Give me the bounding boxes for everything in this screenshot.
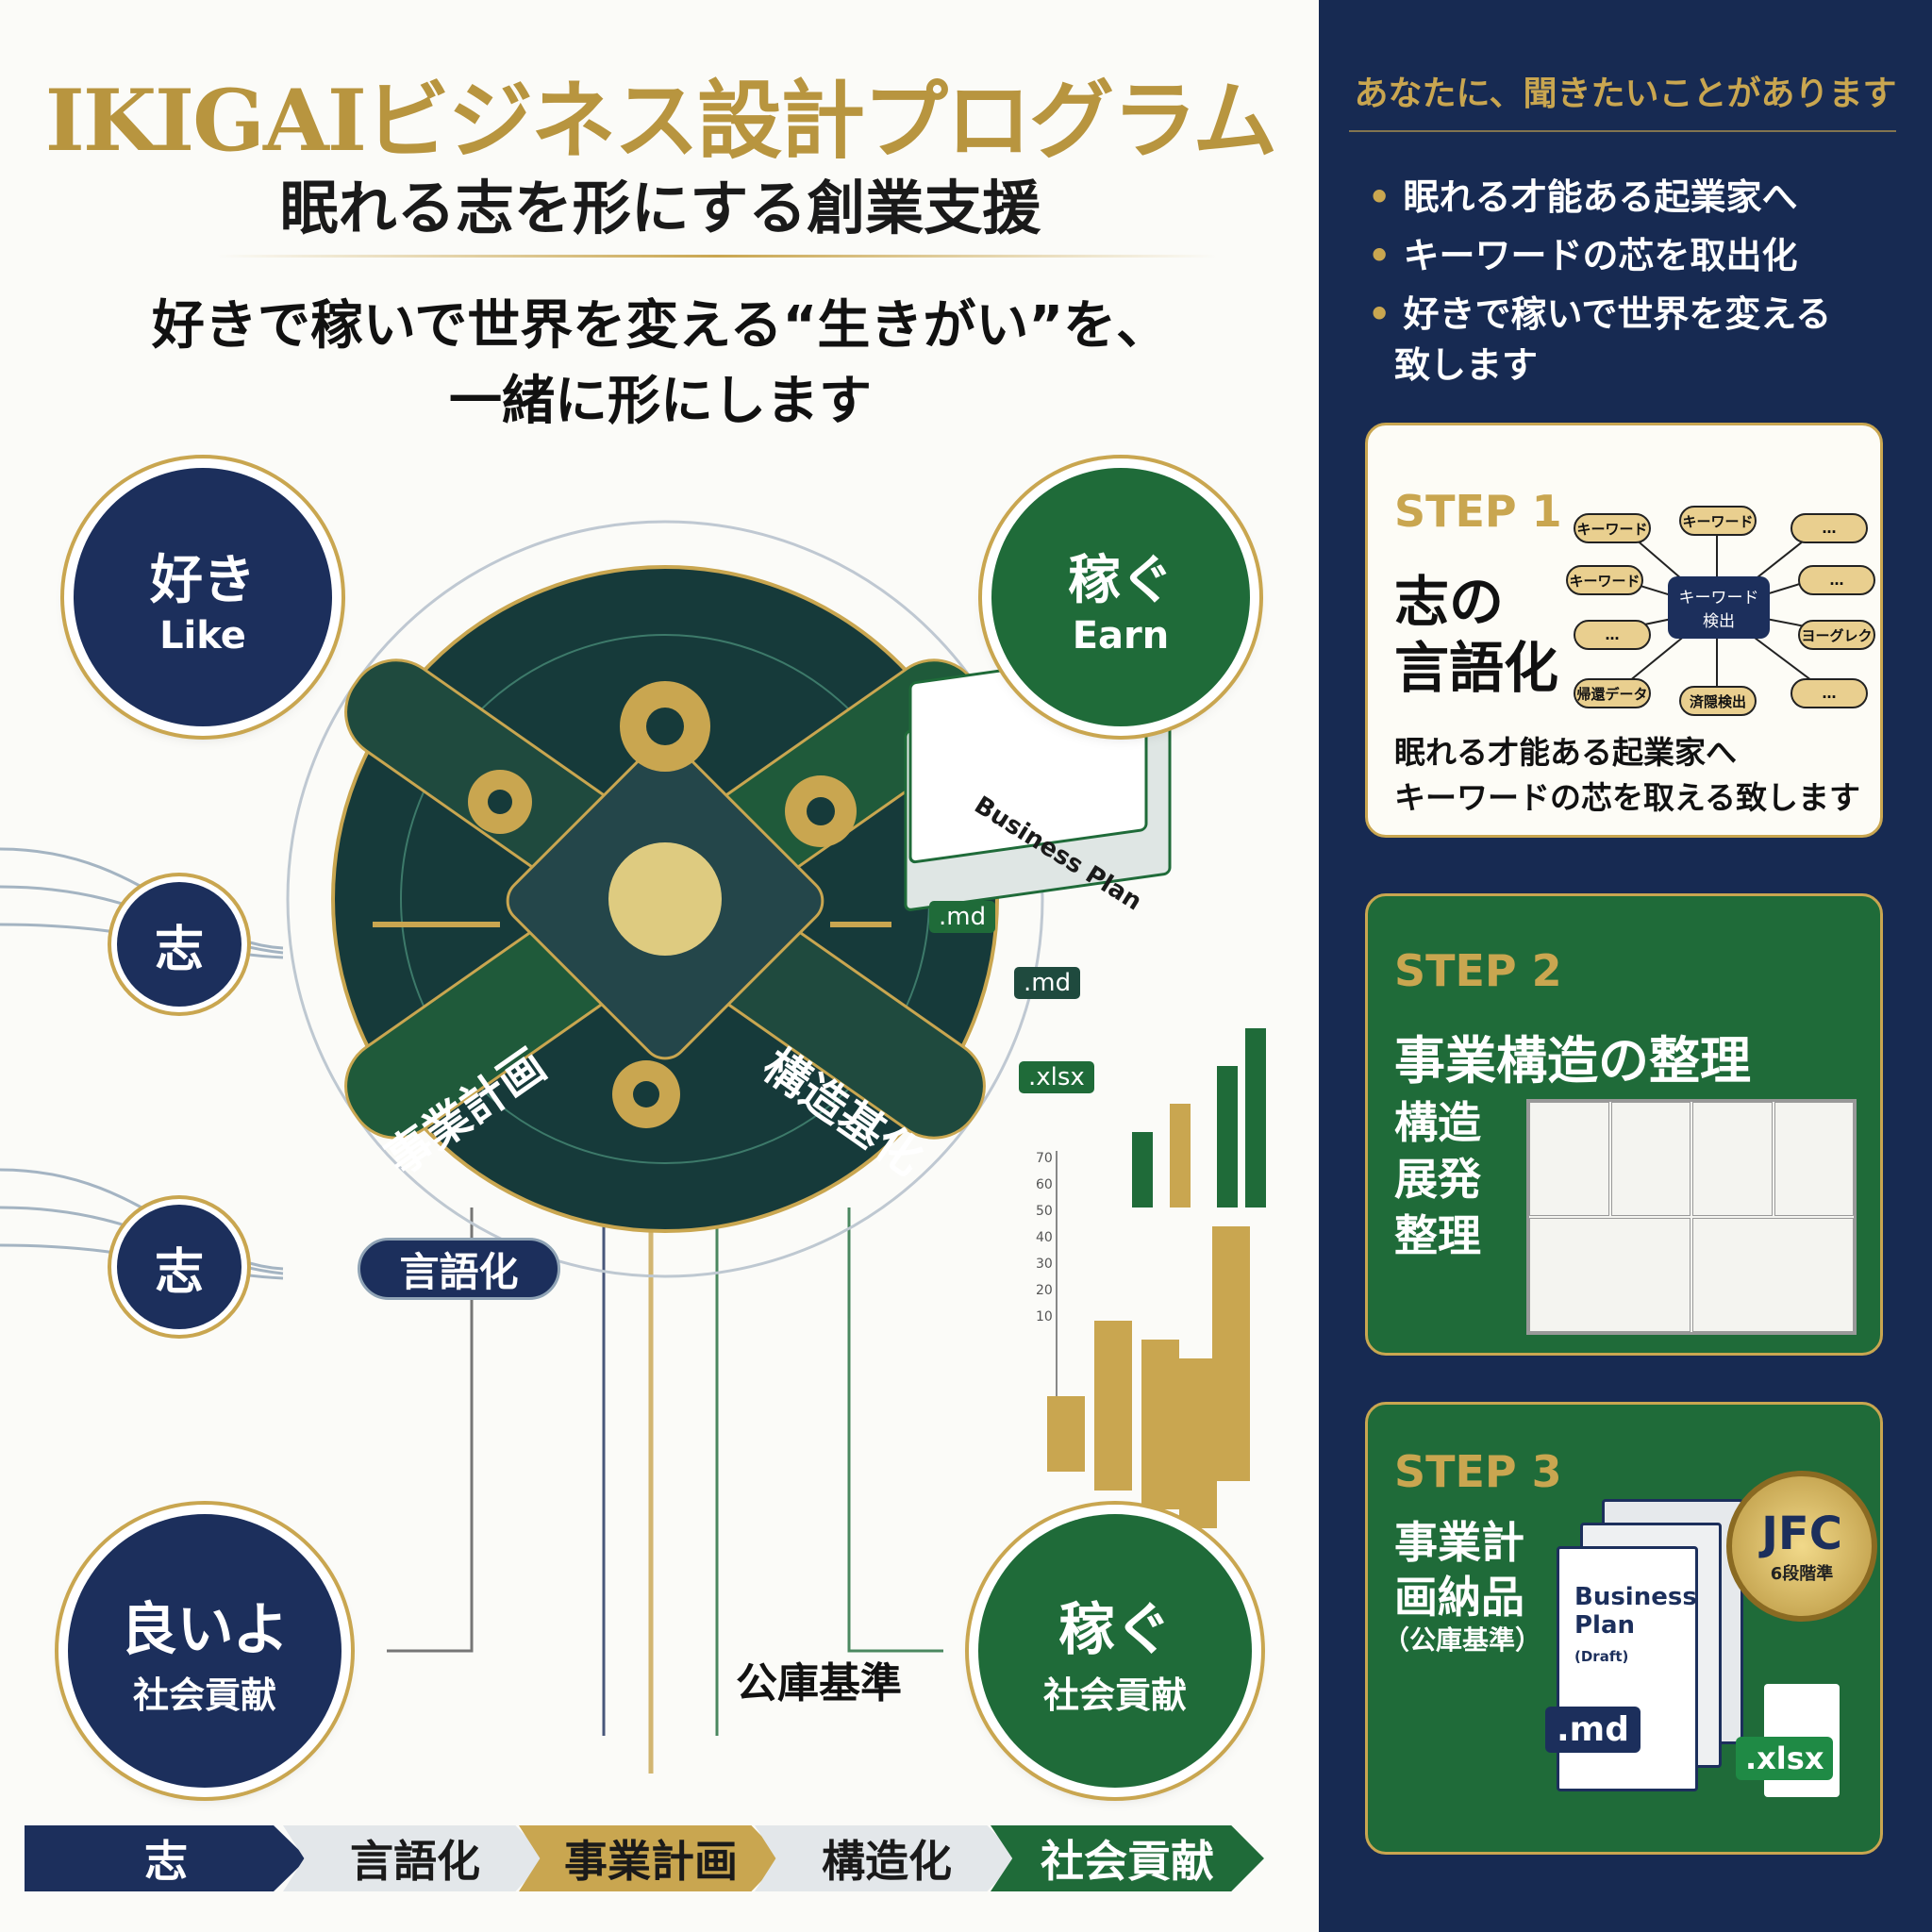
jfc-seal-badge: JFC 6段階準: [1726, 1471, 1877, 1622]
gear-icon: [468, 770, 532, 834]
flow-step-5: 社会貢献: [991, 1825, 1264, 1891]
circle-good: 良いよ社会貢献: [68, 1514, 341, 1788]
pill-verbalize: 言語化: [358, 1238, 560, 1300]
gear-icon: [612, 1060, 680, 1128]
mindmap-node: キーワード: [1566, 565, 1643, 595]
file-xlsx-icon: .xlsx: [1019, 1061, 1094, 1093]
circle-earn-social: 稼ぐ社会貢献: [978, 1514, 1252, 1788]
step1-card: STEP 1 志の 言語化 キーワード キーワード … キーワード … … ヨー…: [1365, 423, 1883, 838]
ikigai-diagram-graphic: [0, 520, 1266, 1774]
step2-label: STEP 2: [1394, 945, 1562, 996]
md-file-badge: .md: [1545, 1707, 1641, 1753]
flow-step-1: 志: [25, 1825, 308, 1891]
circle-kokorozashi-2: 志: [117, 1205, 242, 1329]
file-md-icon: .md: [1014, 967, 1081, 999]
flow-step-2: 言語化: [283, 1825, 547, 1891]
mindmap-node: 済隠検出: [1679, 686, 1757, 716]
tagline-line-1: 好きで稼いで世界を変える“生きがい”を、: [151, 295, 1170, 357]
step2-sub: 構造展発整理: [1394, 1097, 1481, 1261]
sidebar-item: • 眠れる才能ある起業家へ: [1368, 176, 1798, 218]
step1-desc-1: 眠れる才能ある起業家へ: [1394, 734, 1737, 771]
step1-title-1: 志の: [1394, 570, 1505, 634]
mindmap-node: …: [1790, 678, 1868, 708]
mindmap-node: キーワード: [1574, 513, 1651, 543]
bar-chart-icon: [1047, 1028, 1266, 1528]
tagline-line-2: 一緒に形にします: [449, 371, 872, 432]
page-subtitle: 眠れる志を形にする創業支援: [279, 174, 1041, 242]
step1-desc-2: キーワードの芯を取える致します: [1394, 779, 1861, 816]
gear-icon: [785, 775, 857, 847]
flow-step-4: 構造化: [755, 1825, 1019, 1891]
step3-title-2: 画納品: [1394, 1572, 1524, 1623]
mindmap-node: ヨーグレク: [1798, 620, 1875, 650]
business-model-canvas-image: [1526, 1099, 1857, 1335]
divider: [217, 255, 1217, 258]
sidebar-item: • 好きで稼いで世界を変える: [1368, 293, 1832, 335]
sidebar-heading: あなたに、聞きたいことがあります: [1354, 75, 1897, 113]
flow-step-3: 事業計画: [519, 1825, 783, 1891]
standard-label: 公庫基準: [736, 1659, 902, 1707]
mindmap-node: …: [1790, 513, 1868, 543]
step3-label: STEP 3: [1394, 1446, 1562, 1497]
step2-card: STEP 2 事業構造の整理 構造展発整理: [1365, 893, 1883, 1356]
circle-kokorozashi-1: 志: [117, 882, 242, 1007]
step3-title-1: 事業計: [1394, 1517, 1524, 1568]
divider: [1349, 130, 1896, 132]
sidebar-item: • キーワードの芯を取出化: [1368, 235, 1798, 276]
page-title: IKIGAIビジネス設計プログラム: [44, 71, 1278, 171]
mindmap-node: キーワード: [1679, 506, 1757, 536]
step3-note: （公庫基準）: [1383, 1624, 1542, 1656]
step1-label: STEP 1: [1394, 486, 1562, 537]
doc-md-tag: .md: [929, 901, 996, 933]
sidebar-item: 致します: [1394, 344, 1539, 386]
gear-icon: [620, 681, 710, 772]
mindmap-node: …: [1798, 565, 1875, 595]
step3-card: STEP 3 事業計 画納品 （公庫基準） Business Plan (Dra…: [1365, 1402, 1883, 1855]
step2-title: 事業構造の整理: [1394, 1031, 1751, 1091]
business-plan-document-icon: Business Plan (Draft): [1557, 1546, 1698, 1791]
xlsx-file-badge: .xlsx: [1736, 1737, 1834, 1780]
mindmap-center: キーワード検出: [1668, 576, 1770, 639]
mindmap-node: 帰還データ: [1574, 678, 1651, 708]
glow-core: [608, 842, 722, 956]
mindmap-node: …: [1574, 620, 1651, 650]
step1-title-2: 言語化: [1394, 636, 1559, 700]
